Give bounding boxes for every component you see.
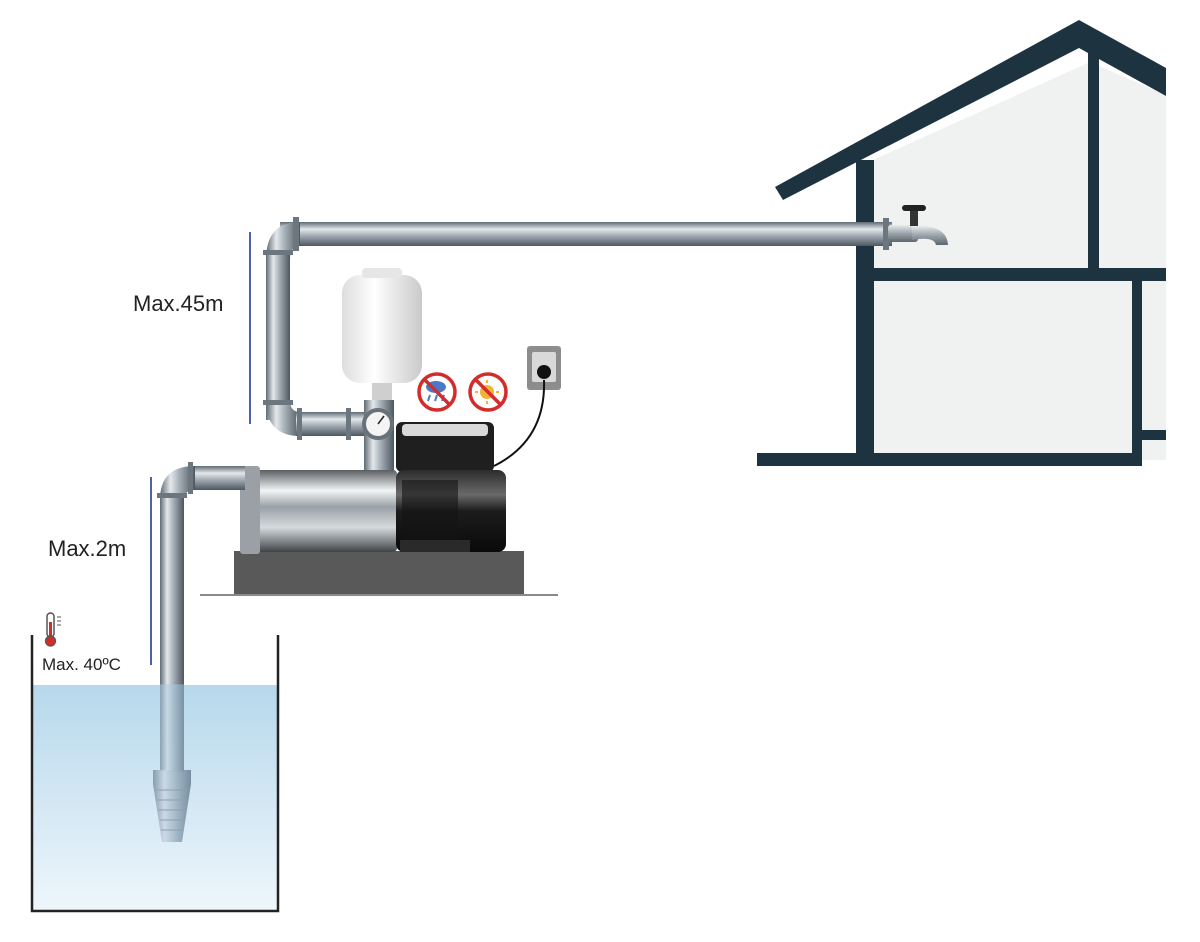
suction-pipe-horizontal [190,466,245,490]
power-cable [493,379,546,467]
pump-stainless-body [255,470,397,552]
house-left-wall [856,160,874,465]
house-roof [775,20,1166,200]
pump-motor-foot [400,540,470,552]
water-tap-icon [888,205,948,245]
max-suction-label: Max.2m [48,536,127,561]
discharge-pipe-lower-horizontal [296,412,366,436]
house-center-post [1088,50,1099,272]
riser-fitting [362,400,394,472]
suction-pipe-submerged [160,684,184,772]
pump-base-ground-line [200,594,558,596]
pipe-flange [263,250,293,255]
discharge-pipe [263,217,892,440]
pump [200,422,558,596]
pipe-flange [346,408,351,440]
suction-pipe [157,462,245,686]
pipe-flange [157,493,187,498]
pipe-flange [883,218,889,250]
foot-valve-strainer [153,770,191,842]
pump-motor-fins [402,480,458,542]
no-sun-icon [468,372,508,412]
water-body [33,685,277,910]
pump-controller-top [402,424,488,436]
suction-pipe-vertical [160,498,184,686]
house [757,20,1166,466]
water-reservoir [30,635,280,913]
house-ground [757,453,1142,466]
pipe-flange [293,217,299,251]
discharge-pipe-vertical [266,250,290,420]
pump-base [234,551,524,595]
suction-pipe-elbow [160,466,195,500]
pipe-flange [297,408,302,440]
no-rain-icon [417,372,457,412]
discharge-pipe-bottom-elbow [266,400,300,436]
reservoir-walls [30,635,280,913]
pipe-flange [263,400,293,405]
house-right-ledge [1140,430,1166,440]
house-lower-post [1132,270,1142,465]
pressure-tank [342,268,422,403]
thermometer-icon [44,612,61,647]
discharge-pipe-horizontal [280,222,892,246]
max-temperature-label: Max. 40ºC [42,655,121,674]
house-floor-upper [856,268,1166,281]
max-head-label: Max.45m [133,291,224,316]
power-socket-icon [493,346,561,467]
pipe-flange [188,462,193,494]
